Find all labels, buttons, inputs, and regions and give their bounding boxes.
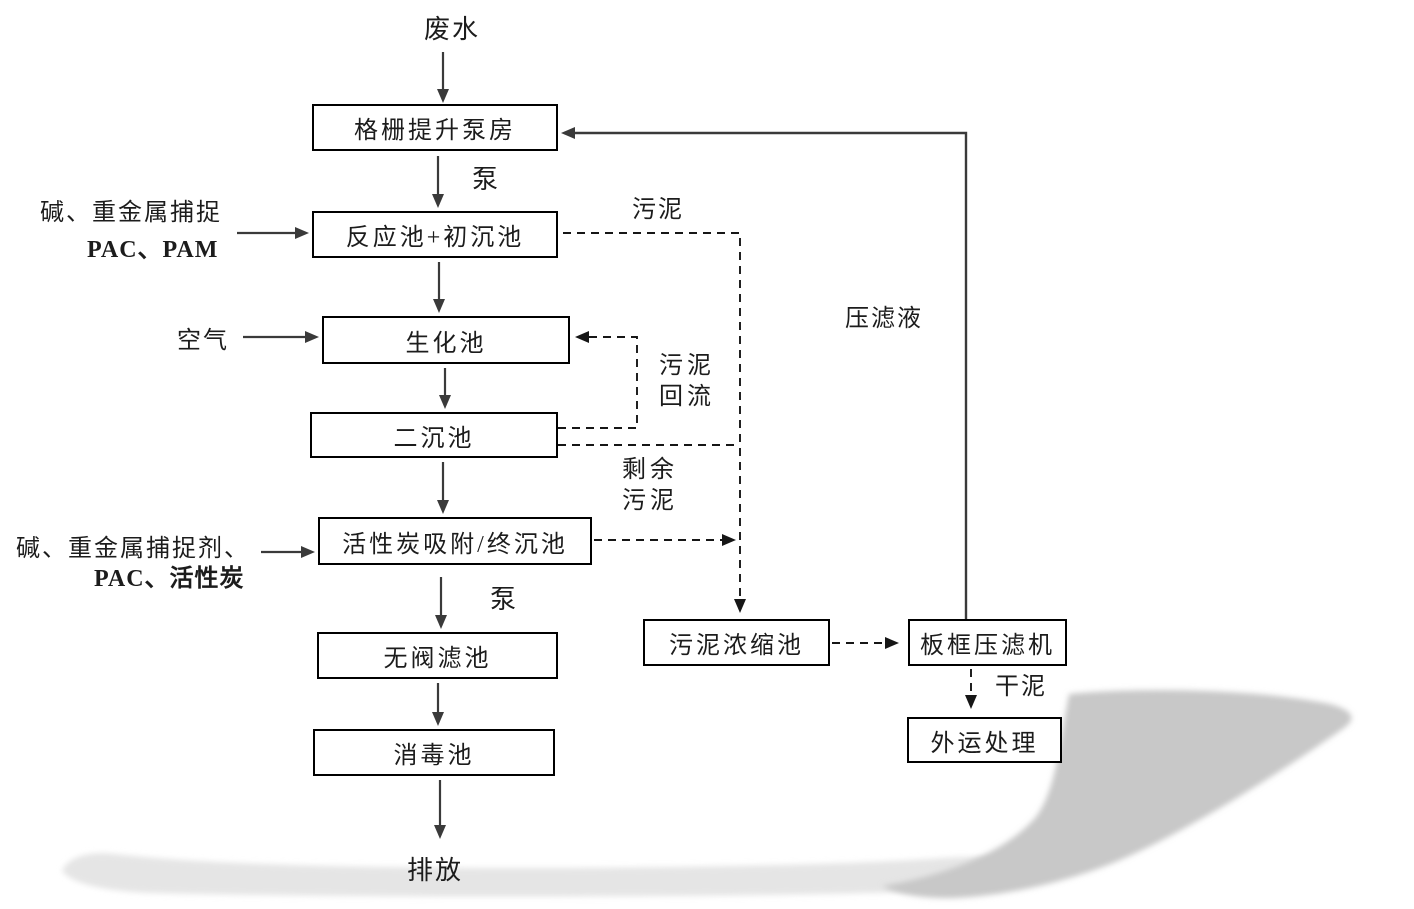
node-disinfection-tank: 消毒池 — [313, 729, 555, 776]
dashed-lines — [558, 232, 977, 709]
node-secondary-clarifier: 二沉池 — [310, 412, 558, 458]
label-wastewater: 废水 — [424, 15, 481, 44]
node-label: 消毒池 — [393, 743, 475, 769]
label-discharge: 排放 — [407, 856, 464, 885]
label-line: 污泥 — [659, 353, 715, 379]
label-pump-top: 泵 — [472, 165, 501, 194]
node-valveless-filter: 无阀滤池 — [317, 632, 558, 679]
label-excess-sludge: 剩余 污泥 — [622, 455, 678, 517]
node-reaction-primary-tank: 反应池+初沉池 — [312, 211, 558, 258]
arrow-filtrate-return — [561, 127, 968, 619]
label-dry-mud: 干泥 — [995, 674, 1047, 700]
label-air: 空气 — [177, 328, 229, 354]
label-pump-bottom: 泵 — [490, 585, 519, 614]
page-shadow-curl — [882, 690, 1352, 899]
node-label: 二沉池 — [393, 425, 475, 452]
label-dosing1-line2: PAC、PAM — [87, 237, 219, 263]
label-sludge-return: 污泥 回流 — [659, 351, 715, 413]
dashed-sludge-return-to-bio — [558, 331, 638, 429]
node-grid-pump-station: 格栅提升泵房 — [312, 104, 558, 151]
page-shadow — [62, 690, 1352, 899]
label-dosing2-line1: 碱、重金属捕捉剂、 — [16, 536, 250, 562]
label-dosing1-line1: 碱、重金属捕捉 — [40, 200, 222, 226]
page-shadow-band — [62, 853, 1022, 897]
node-carbon-final-clarifier: 活性炭吸附/终沉池 — [318, 517, 592, 565]
label-dosing2-line2: PAC、活性炭 — [94, 566, 245, 592]
solid-arrows — [237, 52, 968, 839]
node-label: 外运处理 — [930, 730, 1039, 757]
label-line: 剩余 — [622, 457, 678, 483]
node-biochemical-tank: 生化池 — [322, 316, 570, 364]
label-filtrate: 压滤液 — [845, 306, 923, 332]
node-label: 反应池+初沉池 — [345, 225, 525, 251]
dashed-reaction-sludge-to-thickener — [563, 232, 746, 613]
label-line: 污泥 — [622, 488, 678, 514]
label-sludge: 污泥 — [632, 197, 684, 223]
node-label: 板框压滤机 — [920, 633, 1055, 659]
node-label: 格栅提升泵房 — [354, 118, 516, 144]
node-label: 生化池 — [405, 330, 487, 357]
node-label: 活性炭吸附/终沉池 — [342, 531, 568, 558]
node-label: 污泥浓缩池 — [669, 633, 804, 659]
label-line: 回流 — [659, 384, 715, 410]
node-label: 无阀滤池 — [383, 646, 492, 672]
node-offsite-disposal: 外运处理 — [907, 717, 1062, 763]
node-sludge-thickener: 污泥浓缩池 — [643, 619, 830, 666]
node-plate-frame-press: 板框压滤机 — [908, 619, 1067, 666]
